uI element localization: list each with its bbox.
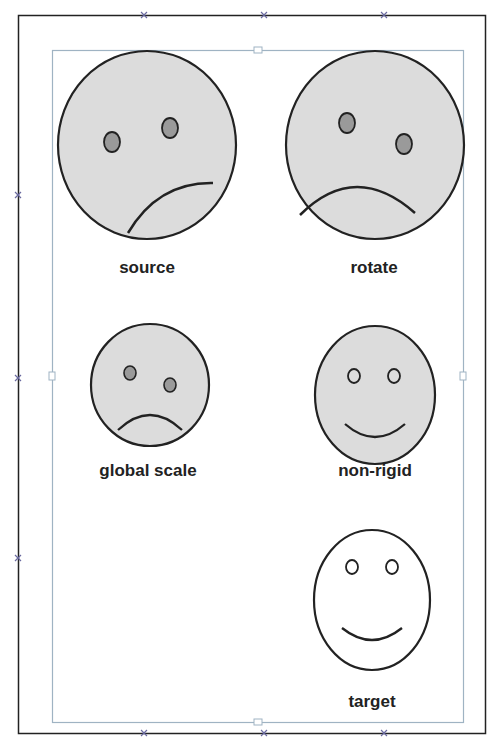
face-label: target	[348, 692, 395, 712]
face-label: source	[119, 258, 175, 278]
face-label: non-rigid	[338, 461, 412, 481]
face-label: global scale	[99, 461, 196, 481]
face-label: rotate	[350, 258, 397, 278]
